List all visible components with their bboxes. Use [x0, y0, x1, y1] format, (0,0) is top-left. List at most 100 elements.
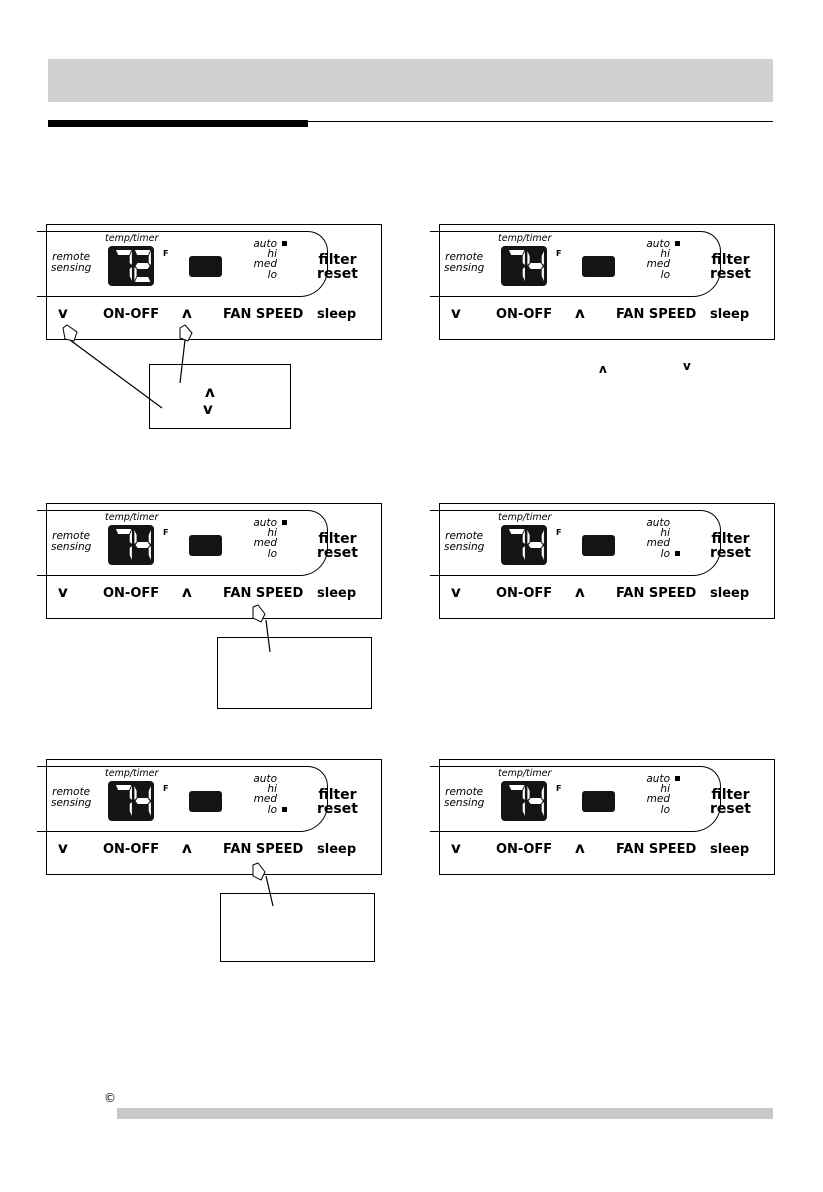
fahrenheit-label: F: [556, 528, 562, 537]
section-rule-thick: [48, 120, 308, 127]
fan-speed-button[interactable]: FAN SPEED: [223, 307, 304, 322]
fan-speed-auto: auto: [233, 239, 287, 249]
fan-speed-med: med: [646, 258, 670, 271]
sleep-button[interactable]: sleep: [710, 842, 750, 857]
temp-timer-label: temp/timer: [105, 512, 159, 523]
fan-display: [582, 256, 615, 277]
fan-speed-lo: lo: [660, 268, 670, 281]
display-outline: [37, 231, 328, 297]
sleep-button[interactable]: sleep: [710, 307, 750, 322]
temp-up-button[interactable]: ʌ: [182, 839, 192, 857]
fan-speed-hi: hi: [660, 248, 670, 261]
fan-speed-button[interactable]: FAN SPEED: [616, 586, 697, 601]
temperature-display: [108, 525, 154, 565]
hand-pointer-icon: [62, 324, 266, 881]
temp-down-button[interactable]: v: [58, 583, 68, 601]
fan-speed-button[interactable]: FAN SPEED: [223, 842, 304, 857]
fan-speed-auto: auto: [626, 774, 680, 784]
temp-down-button[interactable]: v: [58, 839, 68, 857]
on-off-button[interactable]: ON-OFF: [103, 842, 160, 857]
temp-down-button[interactable]: v: [451, 839, 461, 857]
fan-speed-hi: hi: [660, 783, 670, 796]
fahrenheit-label: F: [163, 528, 169, 537]
fan-speed-auto: auto: [253, 773, 277, 785]
header-bar: [48, 59, 773, 102]
fan-display: [582, 535, 615, 556]
callout-up-symbol: ʌ: [205, 383, 215, 401]
fan-speed-lo: lo: [267, 547, 277, 560]
sleep-button[interactable]: sleep: [317, 307, 357, 322]
temperature-digits: [508, 529, 544, 560]
sleep-button[interactable]: sleep: [710, 586, 750, 601]
temperature-display: [501, 525, 547, 565]
sleep-button[interactable]: sleep: [317, 842, 357, 857]
speed-indicator-dot: [675, 776, 680, 781]
temp-timer-label: temp/timer: [498, 768, 552, 779]
on-off-button[interactable]: ON-OFF: [496, 586, 553, 601]
speed-indicator-dot: [282, 241, 287, 246]
fan-speed-button[interactable]: FAN SPEED: [616, 307, 697, 322]
temp-up-button[interactable]: ʌ: [575, 839, 585, 857]
temp-up-button[interactable]: ʌ: [182, 304, 192, 322]
temp-down-button[interactable]: v: [451, 304, 461, 322]
temp-down-button[interactable]: v: [58, 304, 68, 322]
fan-speed-med: med: [646, 537, 670, 550]
callout-temperature-buttons: ʌ v: [149, 364, 291, 429]
fan-speed-hi: hi: [267, 783, 277, 796]
temp-down-button[interactable]: v: [451, 583, 461, 601]
fan-display: [189, 791, 222, 812]
fan-speed-button[interactable]: FAN SPEED: [616, 842, 697, 857]
temp-timer-label: temp/timer: [105, 768, 159, 779]
speed-indicator-dot: [675, 550, 680, 556]
temperature-display: [501, 781, 547, 821]
temp-up-button[interactable]: ʌ: [575, 583, 585, 601]
on-off-button[interactable]: ON-OFF: [103, 307, 160, 322]
callout-fan-speed-2: [220, 893, 375, 962]
display-outline: [37, 766, 328, 832]
fan-speed-button[interactable]: FAN SPEED: [223, 586, 304, 601]
temperature-display: [501, 246, 547, 286]
fan-speed-auto: auto: [626, 239, 680, 249]
note-down-symbol: v: [683, 359, 691, 373]
note-up-symbol: ʌ: [599, 362, 607, 376]
section-rule-thin: [308, 121, 773, 122]
fahrenheit-label: F: [163, 249, 169, 258]
speed-indicator-dot: [675, 241, 680, 246]
on-off-button[interactable]: ON-OFF: [496, 842, 553, 857]
fahrenheit-label: F: [556, 249, 562, 258]
fan-display: [582, 791, 615, 812]
on-off-button[interactable]: ON-OFF: [496, 307, 553, 322]
temp-up-button[interactable]: ʌ: [182, 583, 192, 601]
temp-up-button[interactable]: ʌ: [575, 304, 585, 322]
callout-fan-speed-1: [217, 637, 372, 709]
callout-down-symbol: v: [203, 400, 213, 418]
temperature-digits: [115, 785, 151, 816]
fan-speed-med: med: [253, 258, 277, 271]
fan-speed-auto: auto: [233, 518, 287, 528]
display-outline: [37, 510, 328, 576]
sleep-button[interactable]: sleep: [317, 586, 357, 601]
temperature-digits: [115, 250, 151, 282]
on-off-button[interactable]: ON-OFF: [103, 586, 160, 601]
temperature-display: [108, 781, 154, 821]
footer-bar: [117, 1108, 773, 1119]
